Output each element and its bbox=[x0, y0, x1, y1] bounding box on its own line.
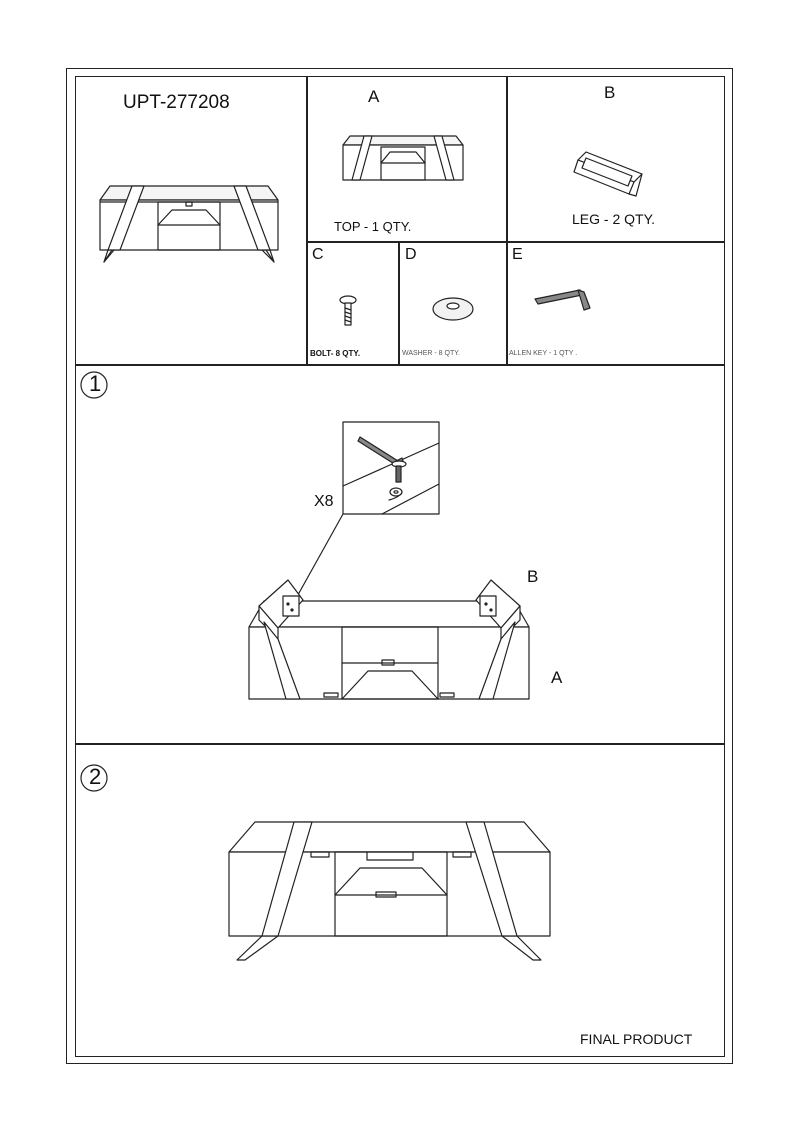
part-a-letter: A bbox=[368, 87, 380, 106]
divider-vertical-2 bbox=[506, 76, 508, 242]
part-e-label: ALLEN KEY - 1 QTY . bbox=[509, 350, 578, 357]
step1-leg-label: B bbox=[527, 567, 539, 586]
step1-number: 1 bbox=[89, 371, 102, 396]
model-number: UPT-277208 bbox=[123, 92, 230, 113]
step1-top-label: A bbox=[551, 668, 563, 687]
divider-horizontal-step1 bbox=[75, 364, 725, 366]
part-b-label: LEG - 2 QTY. bbox=[572, 211, 655, 227]
divider-vertical-1 bbox=[306, 76, 308, 364]
part-a-label: TOP - 1 QTY. bbox=[334, 219, 412, 234]
inner-frame bbox=[75, 76, 725, 1057]
part-c-label: BOLT- 8 QTY. bbox=[310, 349, 361, 358]
part-d-letter: D bbox=[405, 246, 417, 263]
step1-multiplier: X8 bbox=[314, 493, 334, 510]
part-b-drawing bbox=[574, 152, 642, 196]
part-a-drawing bbox=[343, 136, 463, 180]
final-product-caption: FINAL PRODUCT bbox=[580, 1031, 693, 1047]
part-b-letter: B bbox=[604, 83, 616, 102]
part-d-label: WASHER - 8 QTY. bbox=[402, 350, 460, 357]
outer-frame bbox=[66, 68, 733, 1064]
product-thumbnail bbox=[100, 186, 278, 262]
step1-assembly-drawing bbox=[249, 580, 529, 699]
part-c-bolt-drawing bbox=[340, 296, 356, 325]
step2-circle bbox=[81, 765, 107, 791]
divider-horizontal-parts bbox=[306, 241, 725, 243]
divider-vertical-4 bbox=[506, 241, 508, 364]
part-e-allen-key-drawing bbox=[535, 290, 590, 310]
divider-vertical-3 bbox=[398, 241, 400, 364]
step2-number: 2 bbox=[89, 764, 102, 789]
divider-horizontal-step2 bbox=[75, 743, 725, 745]
step1-detail-inset bbox=[294, 422, 439, 602]
step2-final-product-drawing bbox=[229, 822, 550, 960]
part-c-letter: C bbox=[312, 246, 324, 263]
part-d-washer-drawing bbox=[433, 298, 473, 320]
step1-circle bbox=[81, 372, 107, 398]
part-e-letter: E bbox=[512, 246, 523, 263]
